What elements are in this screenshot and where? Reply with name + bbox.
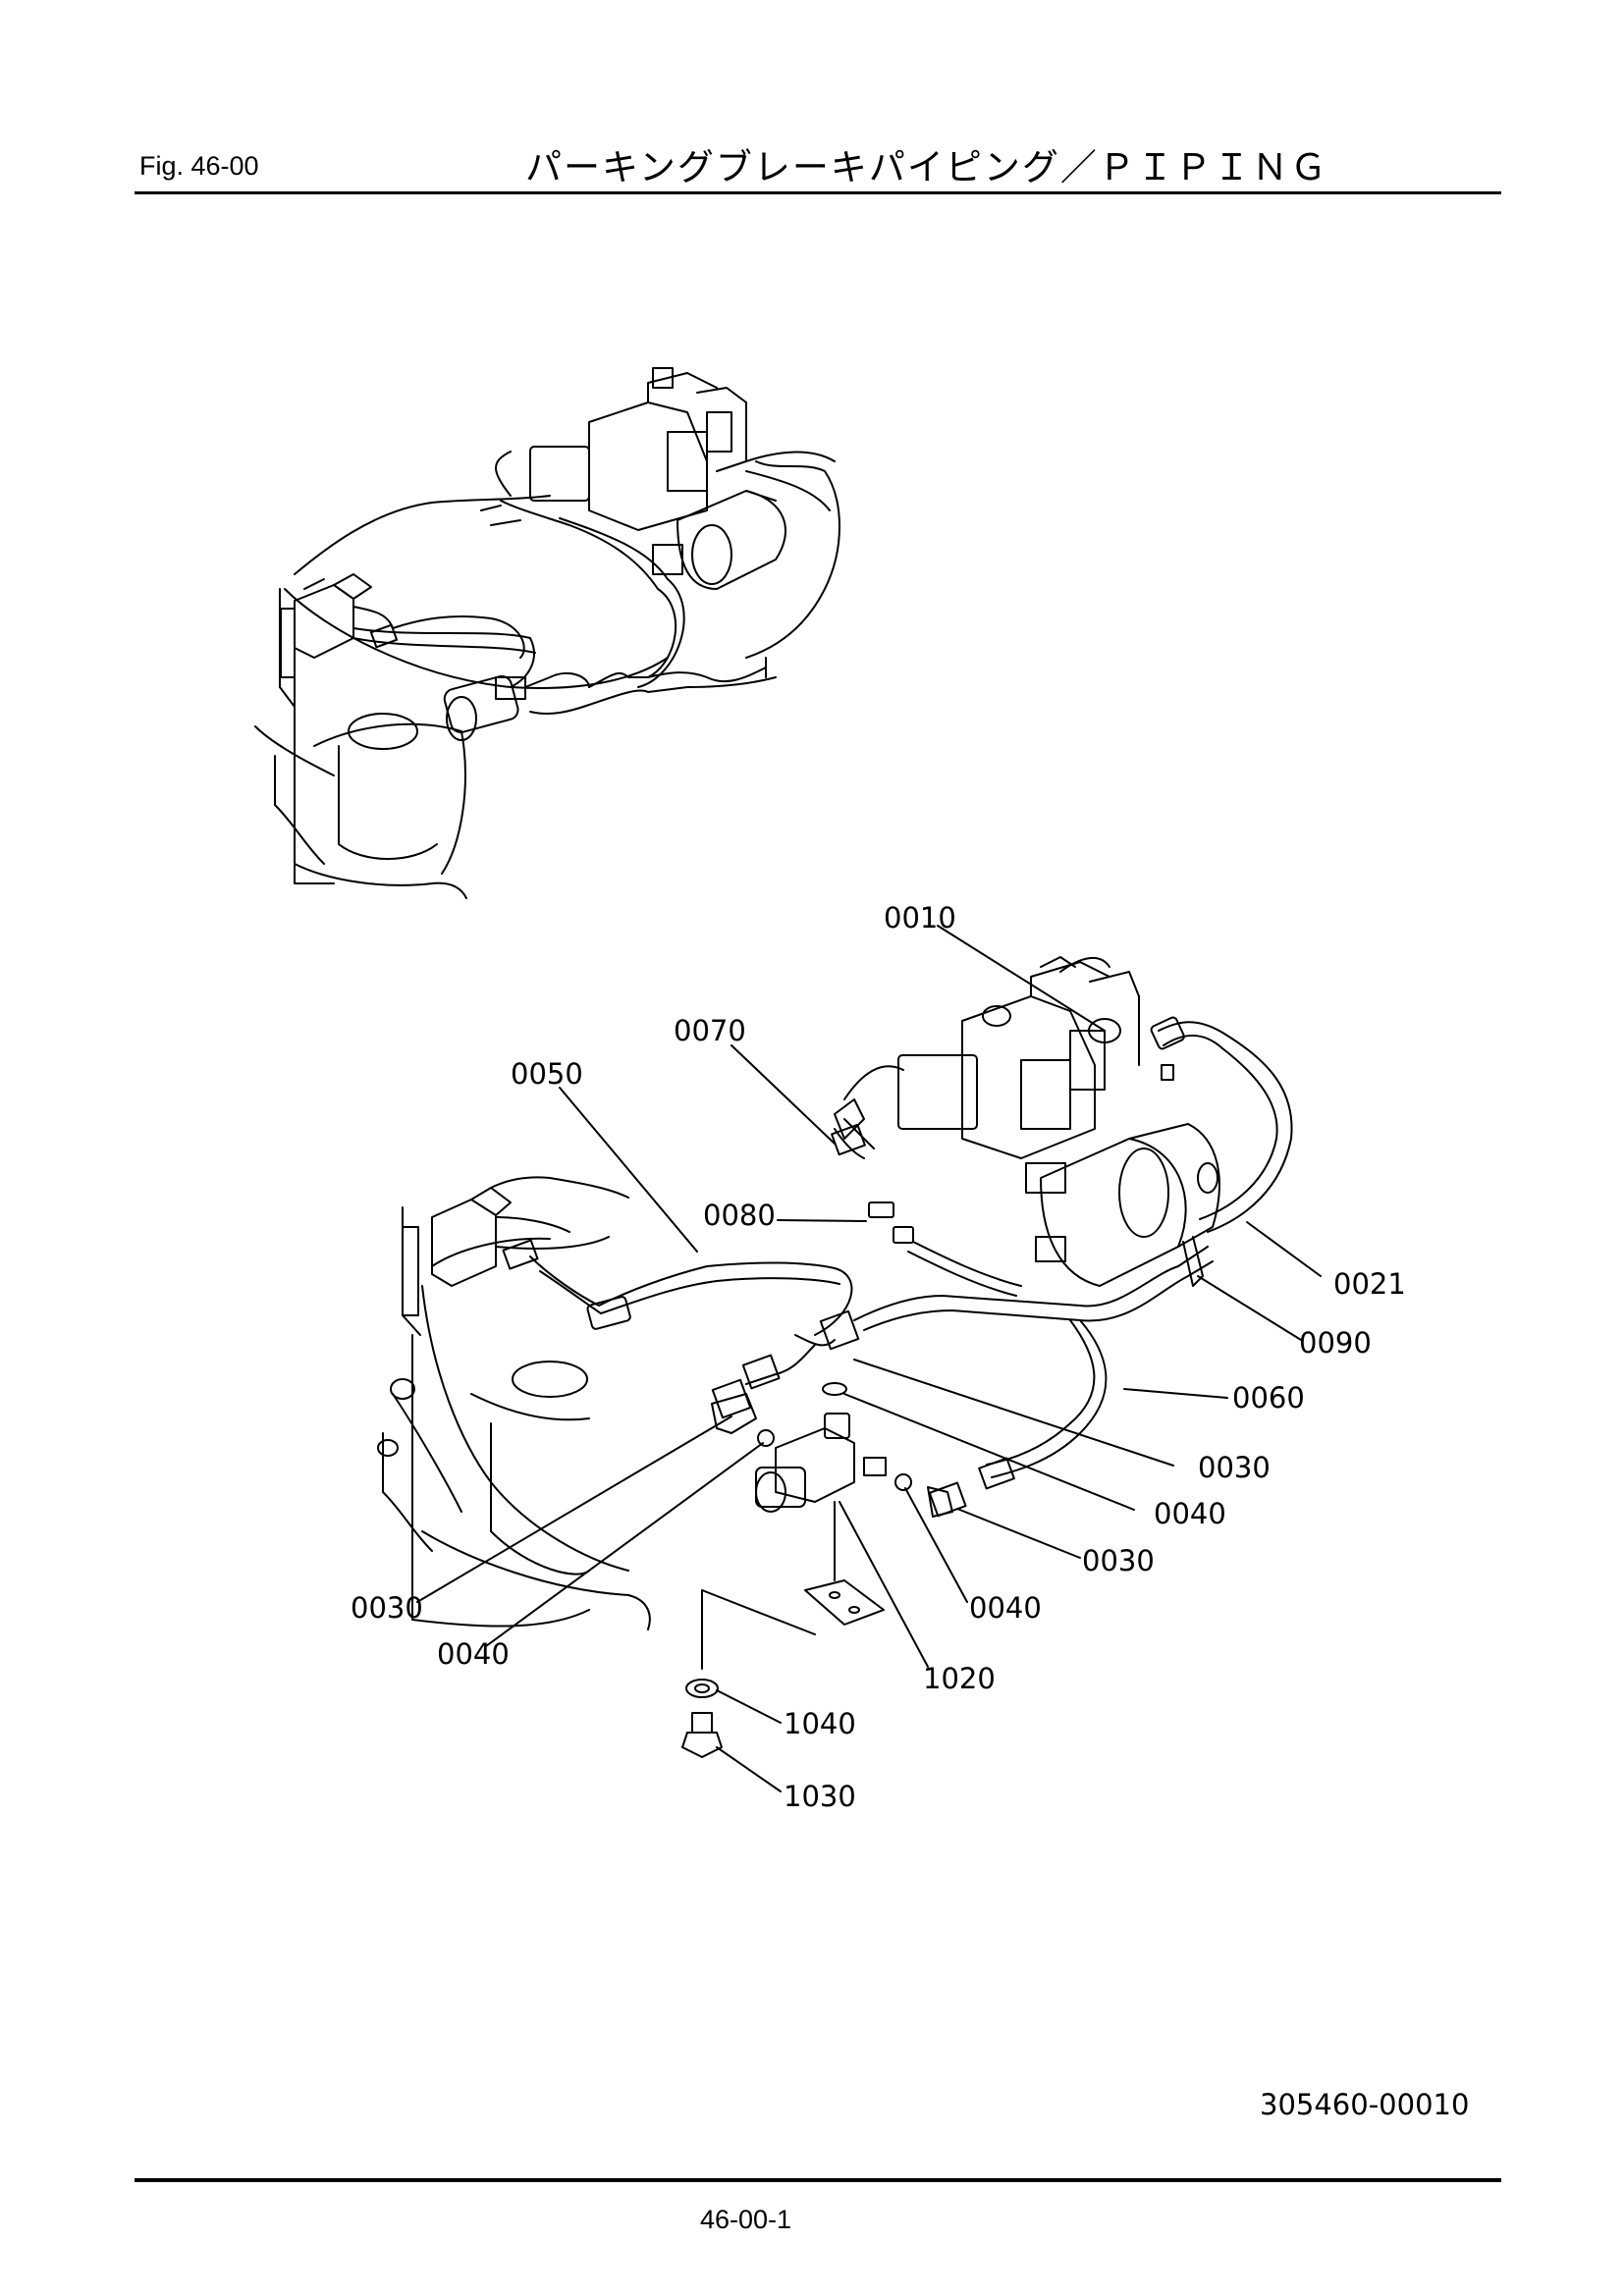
callout-0040-right: 0040 (969, 1591, 1042, 1625)
callout-labels: 0010 0070 0050 0080 0021 0090 0060 0030 … (351, 901, 1406, 1813)
drawing-number: 305460-00010 (1260, 2088, 1470, 2121)
header-rule (135, 191, 1501, 194)
page-number: 46-00-1 (700, 2205, 792, 2234)
page-title: パーキングブレーキパイピング／ＰＩＰＩＮＧ (525, 146, 1328, 188)
callout-0030-left: 0030 (351, 1591, 423, 1625)
callout-0050: 0050 (511, 1057, 583, 1091)
callout-1040: 1040 (784, 1707, 856, 1740)
callout-0060: 0060 (1232, 1381, 1305, 1415)
footer-rule (135, 2178, 1501, 2182)
callout-0010: 0010 (884, 901, 956, 934)
callout-0030-right: 0030 (1082, 1544, 1155, 1577)
callout-0030-upper: 0030 (1198, 1451, 1271, 1484)
figure-number: Fig. 46-00 (139, 151, 259, 181)
exploded-illustration (377, 956, 1293, 1758)
callout-1030: 1030 (784, 1780, 856, 1813)
overview-illustration (254, 367, 840, 899)
callout-1020: 1020 (923, 1662, 996, 1695)
callout-0021: 0021 (1333, 1267, 1406, 1301)
callout-0040-left: 0040 (437, 1637, 510, 1671)
callout-0090: 0090 (1299, 1326, 1372, 1360)
callout-0080: 0080 (703, 1199, 776, 1232)
leader-lines (416, 925, 1322, 1792)
callout-0070: 0070 (674, 1014, 746, 1047)
callout-0040-upper: 0040 (1154, 1497, 1226, 1530)
